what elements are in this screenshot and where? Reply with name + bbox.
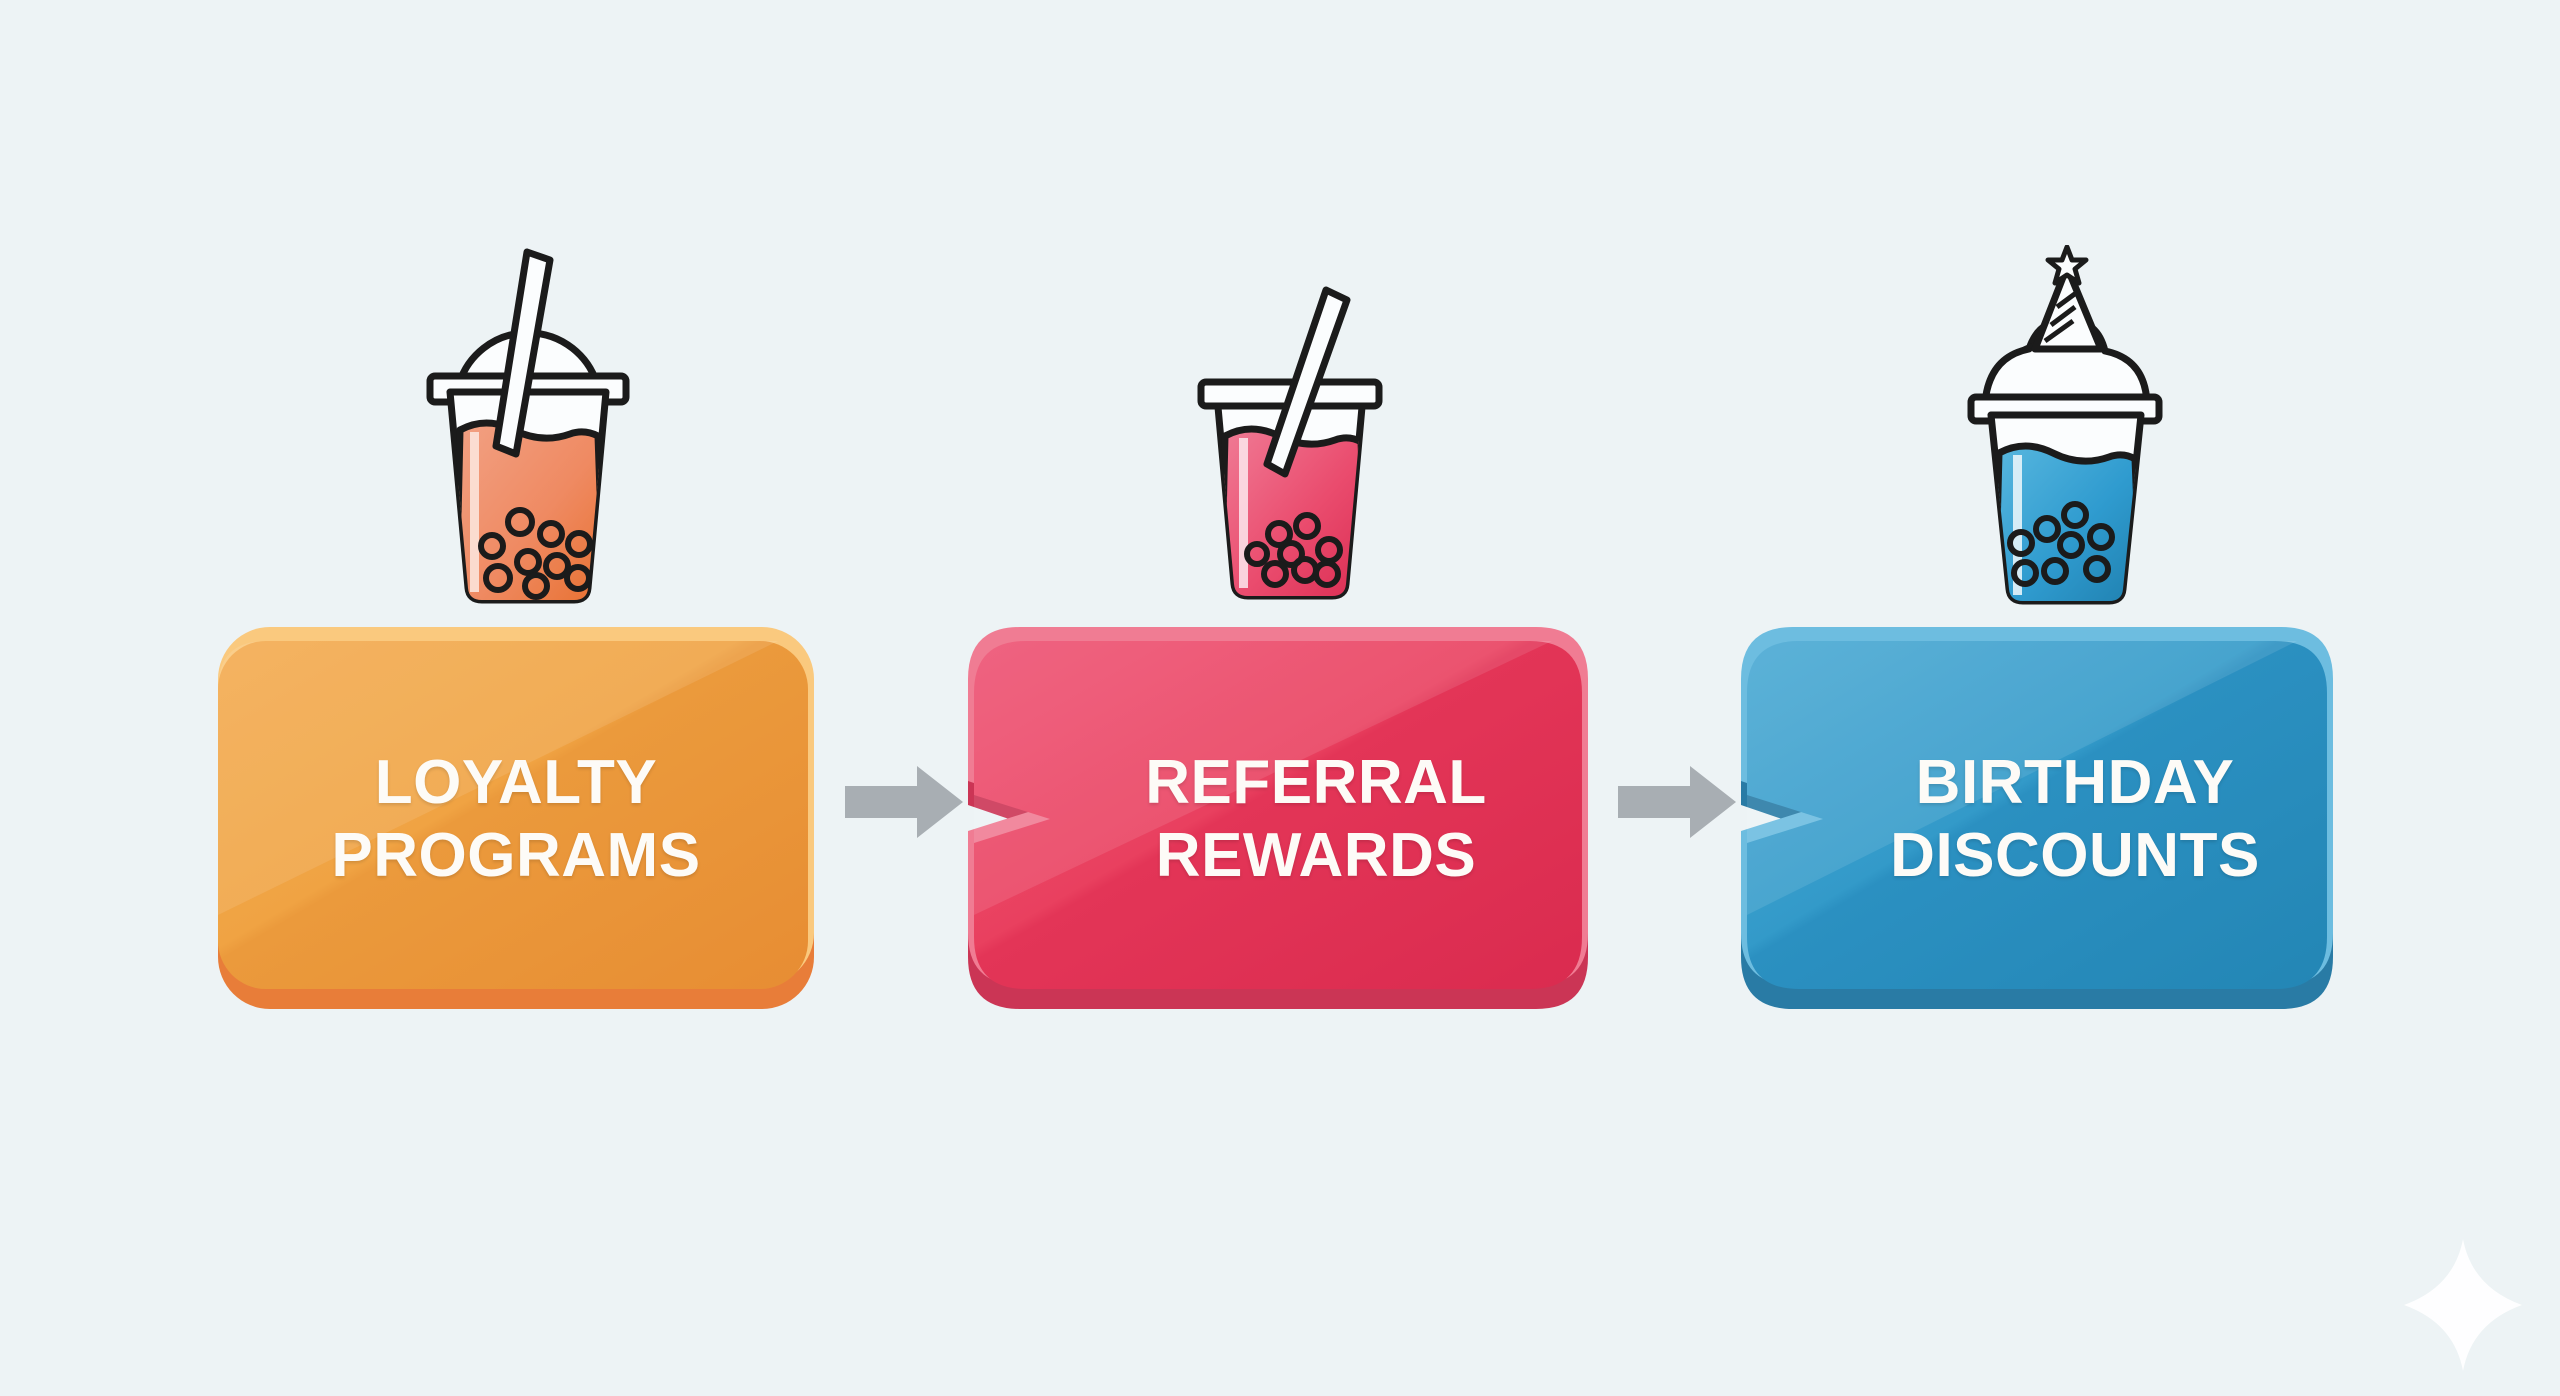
banner-shape-pink [968,627,1588,1009]
step-banner-label: REFERRAL REWARDS [1145,747,1487,890]
banner-shape-blue [1741,627,2333,1009]
sparkle-four-point [2400,1235,2526,1375]
bubble-tea-flat-lid-icon [1197,286,1383,600]
icon-referral-rewards [1185,278,1395,608]
arrow-step1-to-step2 [845,766,963,838]
step-banner-referral-rewards[interactable]: REFERRAL REWARDS [962,625,1598,1013]
step-banner-label: LOYALTY PROGRAMS [331,747,701,890]
step-banner-label: BIRTHDAY DISCOUNTS [1890,747,2260,890]
right-arrow-icon [845,766,963,838]
sparkle-icon [2404,1239,2522,1371]
arrow-step2-to-step3 [1618,766,1736,838]
banner-shape-orange [218,627,814,1009]
step-banner-birthday-discounts[interactable]: BIRTHDAY DISCOUNTS [1735,625,2343,1013]
icon-loyalty-programs [408,240,648,610]
step-banner-loyalty-programs[interactable]: LOYALTY PROGRAMS [212,625,820,1013]
bubble-tea-party-hat-icon [1967,245,2163,605]
icon-birthday-discounts [1955,245,2175,610]
star-icon [2045,245,2089,286]
bubble-tea-dome-lid-icon [426,248,630,604]
right-arrow-icon [1618,766,1736,838]
